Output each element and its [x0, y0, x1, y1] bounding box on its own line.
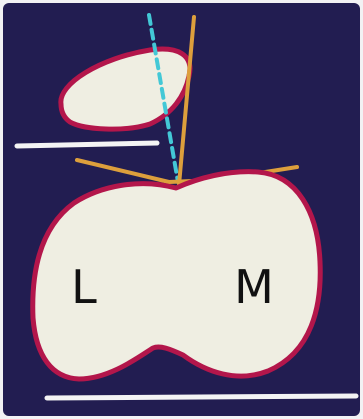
medial-condyle-label: M	[234, 260, 274, 314]
patella-reference-line	[17, 143, 157, 146]
lateral-condyle-label: L	[71, 260, 97, 314]
baseline-reference-line	[47, 396, 356, 398]
